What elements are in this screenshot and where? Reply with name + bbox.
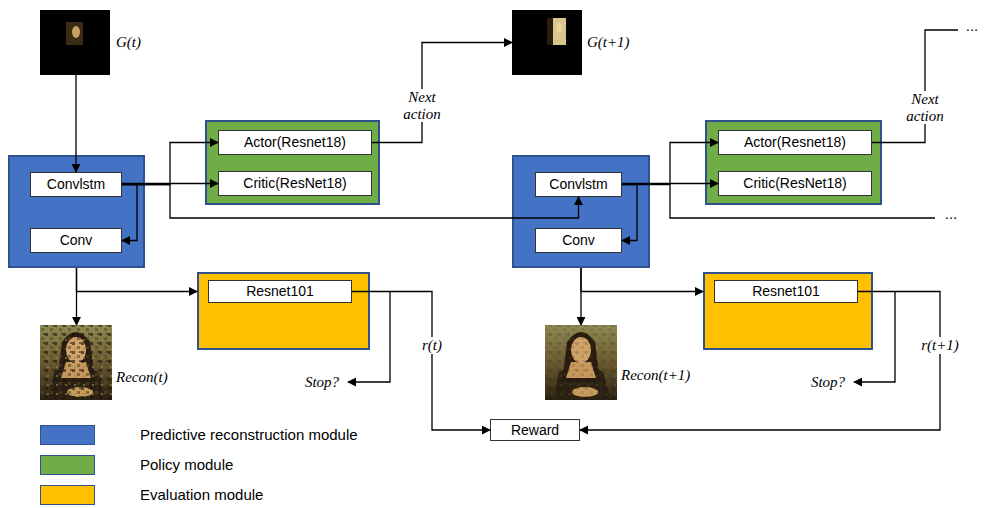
input-glimpse-image (512, 10, 582, 75)
signal-label: Next action (396, 89, 448, 122)
input-glimpse-image (40, 10, 110, 75)
box-label: Critic(ResNet18) (243, 175, 346, 191)
reconstruction-image (40, 325, 112, 400)
next-action-wire (872, 30, 958, 143)
legend-text: Predictive reconstruction module (140, 426, 358, 443)
glimpse-face (556, 23, 562, 33)
image-caption: Recon(t+1) (621, 367, 690, 384)
stop-label: Stop? (303, 374, 341, 391)
continuation-mark: ... (964, 17, 981, 34)
legend-text: Policy module (140, 456, 233, 473)
image-caption: G(t+1) (587, 34, 630, 51)
flow-arrow (352, 292, 490, 431)
image-panel: G(t+1) (512, 10, 637, 75)
label-holder: Stop? (303, 373, 341, 391)
edge-label-holder: r(t) (420, 336, 444, 354)
edge-label-holder: r(t+1) (919, 336, 961, 354)
process-box: Convlstm (30, 172, 122, 197)
module-box: Actor(Resnet18) Critic(ResNet18) (705, 120, 882, 205)
reconstruction-noise (545, 325, 617, 400)
reconstruction-scene (40, 325, 112, 400)
reconstruction-noise (40, 325, 112, 400)
label-holder: Stop? (809, 373, 847, 391)
network-box: Actor(Resnet18) (218, 130, 372, 155)
image-panel: Recon(t) (40, 325, 180, 400)
flow-arrow (581, 268, 703, 292)
module-box: ConvlstmConv (512, 155, 650, 268)
action-label: Next action (899, 91, 951, 124)
network-box: Resnet101 (208, 280, 352, 303)
box-label: Resnet101 (752, 283, 820, 299)
glimpse-hair (547, 18, 553, 45)
glimpse-background (512, 10, 582, 75)
process-box: Conv (535, 228, 622, 253)
glimpse-face (72, 26, 80, 38)
box-label: Reward (511, 422, 559, 438)
reconstruction-scene (545, 325, 617, 400)
network-box: Critic(ResNet18) (218, 171, 372, 196)
reconstruction-image (545, 325, 617, 400)
network-box: Critic(ResNet18) (718, 171, 872, 196)
network-box: Actor(Resnet18) (718, 130, 872, 155)
image-panel: Recon(t+1) (545, 325, 705, 400)
label-holder: Next action (899, 91, 951, 125)
stop-label: Stop? (809, 374, 847, 391)
signal-label: r(t) (420, 337, 444, 354)
edge-label-holder: Next action (396, 89, 448, 123)
flow-arrow (580, 268, 581, 325)
legend-entry: Policy module (40, 455, 233, 475)
glimpse-background (40, 10, 110, 75)
legend-swatch (40, 485, 95, 505)
flow-arrow (77, 268, 198, 292)
module-box: Actor(Resnet18) Critic(ResNet18) (205, 120, 380, 205)
image-panel: G(t) (40, 10, 152, 75)
continuation-mark: ... (943, 205, 960, 222)
process-box: Conv (30, 228, 122, 253)
legend-entry: Evaluation module (40, 485, 263, 505)
flow-arrow (372, 43, 512, 143)
process-box: Convlstm (535, 172, 622, 197)
module-box: ConvlstmConv (8, 155, 145, 268)
signal-label: r(t+1) (919, 337, 961, 354)
network-box: Resnet101 (714, 280, 858, 303)
flow-arrow (76, 268, 77, 325)
box-label: Actor(Resnet18) (244, 134, 346, 150)
legend-swatch (40, 455, 95, 475)
label-holder: ... (943, 205, 960, 223)
box-label: Conv (60, 232, 93, 248)
image-caption: G(t) (116, 34, 141, 51)
module-box: Resnet101 (197, 272, 370, 350)
box-label: Convlstm (47, 176, 105, 192)
box-label: Actor(Resnet18) (744, 134, 846, 150)
box-label: Critic(ResNet18) (743, 175, 846, 191)
legend-entry: Predictive reconstruction module (40, 425, 358, 445)
box-label: Conv (562, 232, 595, 248)
box-label: Convlstm (549, 176, 607, 192)
legend-swatch (40, 425, 95, 445)
legend-text: Evaluation module (140, 486, 263, 503)
module-box: Resnet101 (703, 272, 873, 350)
glimpse-patch (547, 18, 566, 45)
image-caption: Recon(t) (116, 369, 168, 386)
reward-box: Reward (490, 419, 580, 441)
glimpse-patch (66, 22, 83, 45)
box-label: Resnet101 (246, 283, 314, 299)
label-holder: ... (964, 17, 981, 35)
